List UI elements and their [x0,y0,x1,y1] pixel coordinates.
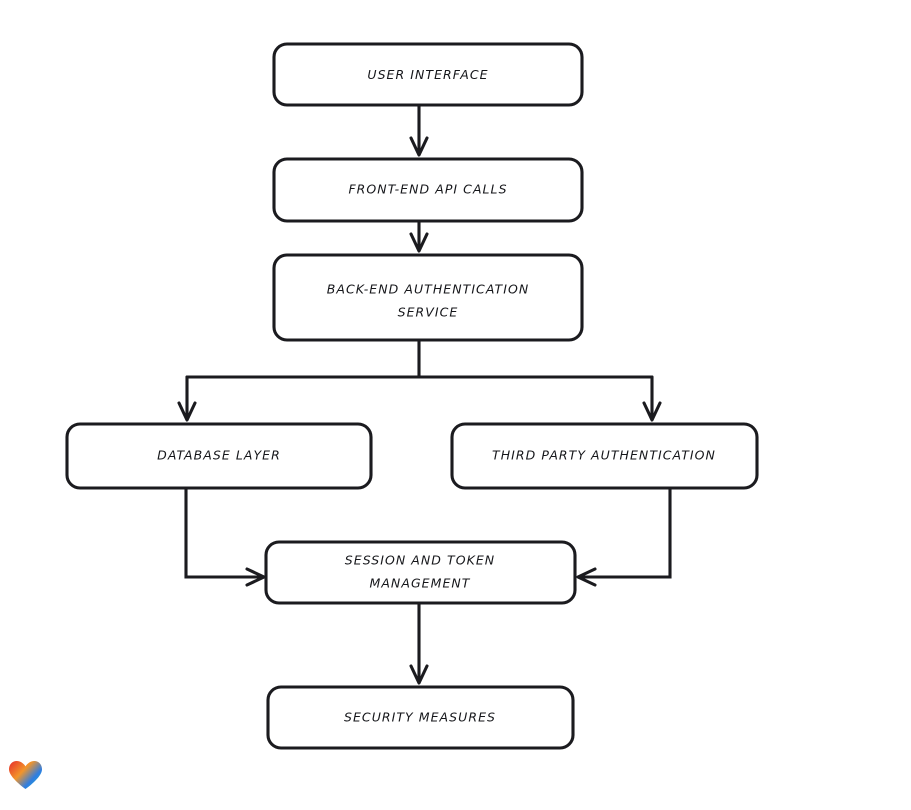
edge-api-to-backend [409,219,429,253]
node-third-party-authentication-label: THIRD PARTY AUTHENTICATION [492,448,716,463]
node-session-and-token-management-label-line2: MANAGEMENT [370,576,471,591]
node-security-measures[interactable]: SECURITY MEASURES [266,685,575,750]
node-front-end-api-calls[interactable]: FRONT-END API CALLS [272,157,584,223]
node-back-end-authentication-service[interactable]: BACK-END AUTHENTICATION SERVICE [272,253,584,342]
node-database-layer-shape[interactable] [65,422,373,490]
node-third-party-authentication[interactable]: THIRD PARTY AUTHENTICATION [450,422,759,490]
node-user-interface-label: USER INTERFACE [367,67,488,82]
node-database-layer-label: DATABASE LAYER [157,448,281,463]
node-front-end-api-calls-shape[interactable] [272,157,584,223]
node-front-end-api-calls-label: FRONT-END API CALLS [348,182,507,197]
edge-ui-to-api [409,103,429,157]
edge-database-to-session [184,486,266,587]
edge-backend-to-thirdparty [642,375,662,422]
node-session-and-token-management[interactable]: SESSION AND TOKEN MANAGEMENT [264,540,577,605]
node-security-measures-label: SECURITY MEASURES [344,710,496,725]
node-user-interface[interactable]: USER INTERFACE [272,42,584,107]
edge-backend-branch-bar [185,338,654,379]
node-back-end-authentication-service-shape[interactable] [272,253,584,342]
node-back-end-authentication-service-label-line2: SERVICE [398,305,459,320]
heart-icon [9,761,42,789]
node-back-end-authentication-service-label-line1: BACK-END AUTHENTICATION [327,282,530,297]
node-user-interface-shape[interactable] [272,42,584,107]
edge-thirdparty-to-session [576,486,672,587]
node-session-and-token-management-label-line1: SESSION AND TOKEN [345,553,495,568]
node-database-layer[interactable]: DATABASE LAYER [65,422,373,490]
edge-session-to-security [409,601,429,685]
node-security-measures-shape[interactable] [266,685,575,750]
node-session-and-token-management-shape[interactable] [264,540,577,605]
edge-backend-to-database [177,375,197,422]
node-third-party-authentication-shape[interactable] [450,422,759,490]
